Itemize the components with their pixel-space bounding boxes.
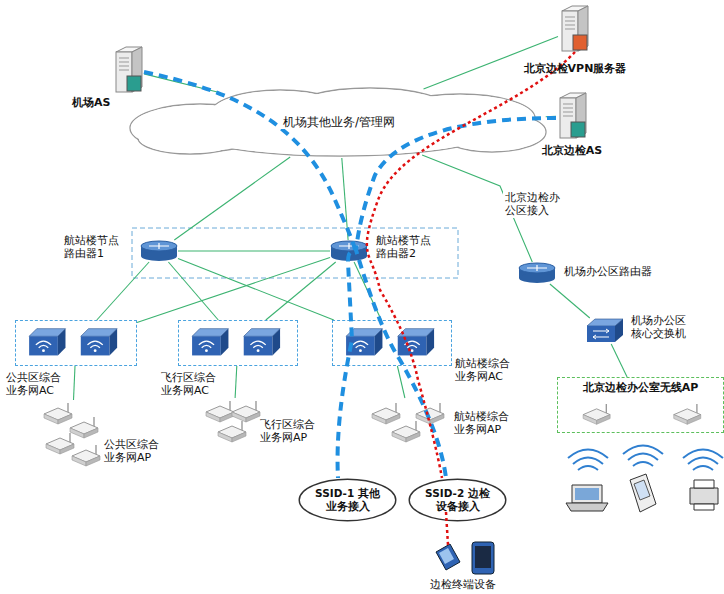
red-path	[367, 52, 575, 545]
network-link	[168, 262, 218, 320]
network-link	[74, 366, 76, 400]
server: 机场AS	[112, 46, 144, 94]
ac-group: 公共区综合 业务网AC	[15, 320, 137, 366]
network-link	[178, 259, 334, 321]
network-link	[137, 257, 330, 322]
network-link	[178, 250, 330, 251]
ap-group-shape	[42, 400, 102, 466]
terminal-devices: 边检终端设备	[428, 538, 498, 576]
node-label: 航站楼综合 业务网AC	[455, 357, 517, 383]
node-label: 航站楼综合 业务网AP	[454, 410, 516, 436]
network-link	[97, 262, 149, 320]
ap-group-shape	[206, 398, 262, 442]
vpn-server: 北京边检VPN服务器	[558, 5, 592, 55]
network-cloud: 机场其他业务/管理网	[130, 86, 548, 158]
router-icon: 航站楼节点 路由器1	[140, 240, 178, 262]
ac-group-shape	[179, 321, 297, 365]
ap-group: 航站楼综合 业务网AP	[372, 398, 448, 442]
node-label: 北京边检AS	[536, 144, 608, 157]
office-ap-area: 北京边检办公室无线AP	[557, 377, 724, 433]
core-switch-shape	[585, 318, 625, 344]
ap-group-shape	[372, 398, 448, 442]
blue-path	[144, 72, 355, 478]
ap-group: 飞行区综合 业务网AP	[206, 398, 262, 442]
node-label: 北京边检办公室无线AP	[583, 381, 699, 394]
node-label: 公共区综合 业务网AC	[6, 371, 66, 397]
ap-group: 公共区综合 业务网AP	[42, 400, 102, 466]
node-label: 航站楼节点 路由器2	[376, 234, 438, 260]
router-icon-shape	[518, 262, 556, 284]
link-label: 北京边检办公区接入	[503, 190, 567, 218]
ac-group: 飞行区综合 业务网AC	[178, 320, 298, 366]
network-link	[174, 157, 290, 240]
node-label: 边检终端设备	[420, 578, 506, 591]
node-label: 机场其他业务/管理网	[280, 115, 398, 129]
router-icon-shape	[140, 240, 178, 262]
node-label: 机场办公区路由器	[564, 265, 652, 278]
node-label: 机场AS	[72, 96, 110, 109]
node-label: 公共区综合 业务网AP	[104, 438, 166, 464]
router-icon: 机场办公区路由器	[518, 262, 556, 284]
blue-path	[356, 118, 556, 478]
ssid-ellipse: SSID-1 其他业务接入	[298, 478, 397, 522]
ac-group-shape	[16, 321, 136, 365]
terminal-devices-shape	[428, 538, 498, 576]
node-label: SSID-1 其他业务接入	[313, 487, 383, 512]
network-link	[266, 262, 336, 320]
node-label: SSID-2 边检设备接入	[423, 487, 493, 512]
node-label: 航站楼节点 路由器1	[64, 234, 126, 260]
core-switch: 机场办公区 核心交换机	[585, 318, 625, 344]
server-shape	[556, 92, 588, 140]
ssid-ellipse: SSID-2 边检设备接入	[408, 478, 507, 522]
office-devices	[566, 446, 723, 513]
node-label: 飞行区综合 业务网AP	[260, 418, 322, 444]
node-label: 北京边检VPN服务器	[510, 62, 640, 75]
network-link	[611, 344, 627, 377]
server: 北京边检AS	[556, 92, 588, 140]
node-label: 机场办公区 核心交换机	[631, 314, 693, 340]
network-link	[397, 366, 405, 398]
network-link	[235, 366, 237, 398]
node-label: 飞行区综合 业务网AC	[161, 371, 221, 397]
server-shape	[112, 46, 144, 94]
vpn-server-shape	[558, 5, 592, 55]
network-link	[550, 284, 590, 318]
